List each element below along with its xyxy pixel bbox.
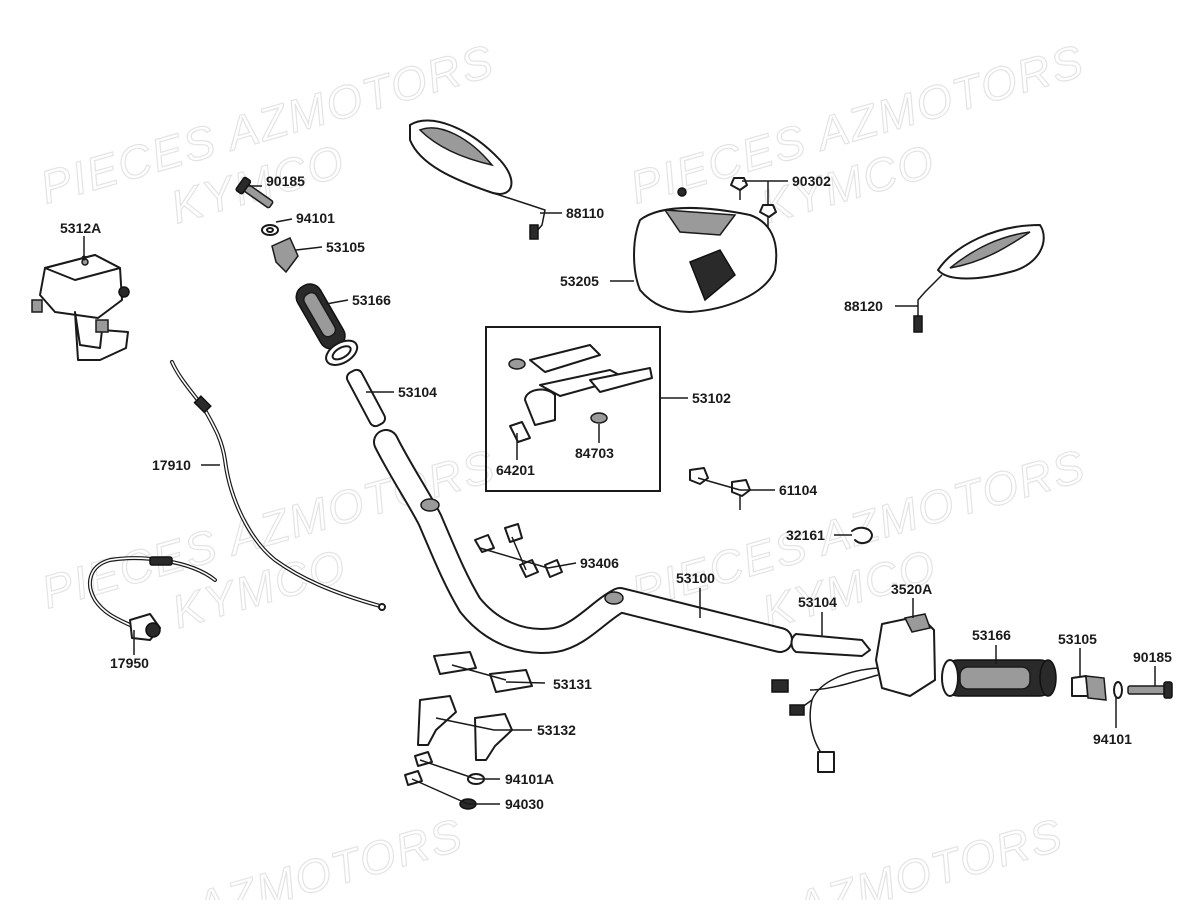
part-label: 94101A bbox=[505, 771, 554, 787]
part-label: 94030 bbox=[505, 796, 544, 812]
part-label: 53166 bbox=[972, 627, 1011, 643]
right-grip-drawing bbox=[941, 659, 1057, 697]
master-cylinder-drawing bbox=[31, 254, 130, 361]
clip-32161-drawing bbox=[851, 526, 873, 545]
part-label: 53131 bbox=[553, 676, 592, 692]
right-mirror-drawing bbox=[913, 224, 1045, 333]
part-label: 84703 bbox=[575, 445, 614, 461]
part-label: 5312A bbox=[60, 220, 101, 236]
right-end-parts-drawing bbox=[1071, 675, 1173, 701]
part-label: 32161 bbox=[786, 527, 825, 543]
right-sleeve-drawing bbox=[790, 633, 871, 657]
part-label: 94101 bbox=[1093, 731, 1132, 747]
cover-screws-drawing bbox=[730, 177, 777, 228]
part-label: 88120 bbox=[844, 298, 883, 314]
part-label: 90185 bbox=[1133, 649, 1172, 665]
part-label: 64201 bbox=[496, 462, 535, 478]
bolts-61104-drawing bbox=[689, 467, 751, 497]
watermark-bottom-right: AZMOTORS bbox=[786, 807, 1070, 905]
right-switch-drawing bbox=[771, 613, 936, 773]
handlebar-cover-drawing bbox=[633, 187, 778, 313]
left-mirror-drawing bbox=[409, 119, 546, 240]
watermark-bottom-left: AZMOTORS bbox=[186, 807, 470, 905]
handlebar-tube-drawing bbox=[373, 429, 793, 654]
watermark-text: AZMOTORS bbox=[787, 808, 1069, 900]
part-label: 17910 bbox=[152, 457, 191, 473]
part-label: 61104 bbox=[779, 482, 817, 498]
leader-lines bbox=[81, 180, 1156, 805]
part-label: 53166 bbox=[352, 292, 391, 308]
part-label: 90302 bbox=[792, 173, 831, 189]
part-label: 3520A bbox=[891, 581, 932, 597]
part-label: 53205 bbox=[560, 273, 599, 289]
part-label: 94101 bbox=[296, 210, 335, 226]
choke-cable-drawing bbox=[87, 556, 217, 641]
part-label: 53105 bbox=[326, 239, 365, 255]
part-label: 53100 bbox=[676, 570, 715, 586]
part-label: 88110 bbox=[566, 205, 604, 221]
throttle-cable-drawing bbox=[170, 360, 386, 611]
part-label: 93406 bbox=[580, 555, 619, 571]
part-label: 53104 bbox=[398, 384, 437, 400]
part-label: 53104 bbox=[798, 594, 837, 610]
part-label: 53132 bbox=[537, 722, 576, 738]
bracket-kit-drawing bbox=[508, 344, 653, 443]
left-grip-parts-drawing bbox=[235, 176, 387, 428]
watermark-text: AZMOTORS bbox=[187, 808, 469, 900]
bracket-kit-box bbox=[485, 326, 661, 492]
part-label: 53102 bbox=[692, 390, 731, 406]
part-label: 90185 bbox=[266, 173, 305, 189]
part-label: 53105 bbox=[1058, 631, 1097, 647]
part-label: 17950 bbox=[110, 655, 149, 671]
part-labels: 5312A 90185 94101 53105 53166 53104 1791… bbox=[60, 173, 1172, 812]
